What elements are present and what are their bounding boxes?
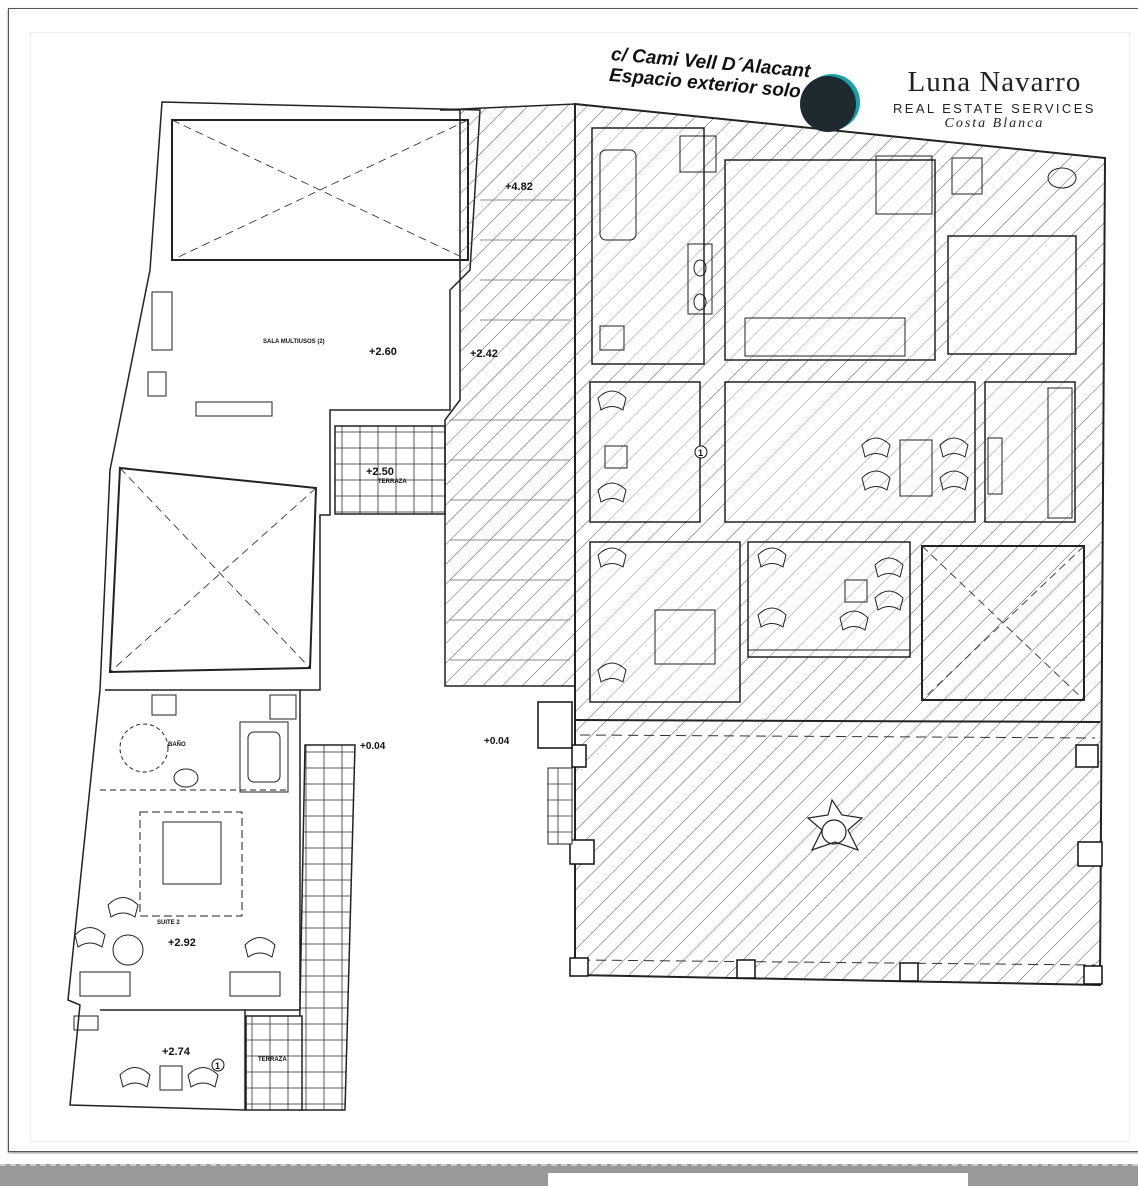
terrace-upper <box>334 425 446 515</box>
level-suite: +2.92 <box>168 937 196 949</box>
left-wing-outline <box>67 101 481 1111</box>
level-stairs-top: +4.82 <box>505 181 533 193</box>
label-terraza-upper: TERRAZA <box>378 479 407 485</box>
label-sala: SALA MULTIUSOS (2) <box>263 339 325 345</box>
brand-region: Costa Blanca <box>944 116 1045 131</box>
brand-logo: Luna Navarro REAL ESTATE SERVICES Costa … <box>893 66 1096 132</box>
terrace-strip <box>297 744 356 1111</box>
level-landing: +2.42 <box>470 348 498 360</box>
drawing-sheet <box>30 32 1130 1142</box>
level-terraza: +2.50 <box>366 466 394 478</box>
terrace-lower <box>245 1015 303 1111</box>
label-terraza-lower: TERRAZA <box>258 1057 287 1063</box>
void-right <box>921 545 1085 701</box>
level-patio-left: +0.04 <box>360 741 386 752</box>
label-bano: BAÑO <box>168 741 186 748</box>
main-building <box>574 102 1107 987</box>
level-sala: +2.60 <box>369 346 397 358</box>
label-suite: SUITE 2 <box>157 920 180 926</box>
courtyard-fountain-icon <box>806 798 864 852</box>
bottom-toolbar <box>0 1164 1138 1187</box>
level-patio-center: +0.04 <box>484 736 510 747</box>
logo-mark-icon <box>800 76 856 132</box>
page-frame <box>8 8 1138 1152</box>
bottom-tab[interactable] <box>548 1173 968 1187</box>
door-marker-1a: 1 <box>698 448 703 458</box>
door-marker-1b: 1 <box>215 1061 220 1071</box>
level-lower-room: +2.74 <box>162 1046 191 1058</box>
brand-tagline: REAL ESTATE SERVICES <box>893 101 1096 116</box>
brand-name: Luna Navarro <box>907 66 1082 98</box>
